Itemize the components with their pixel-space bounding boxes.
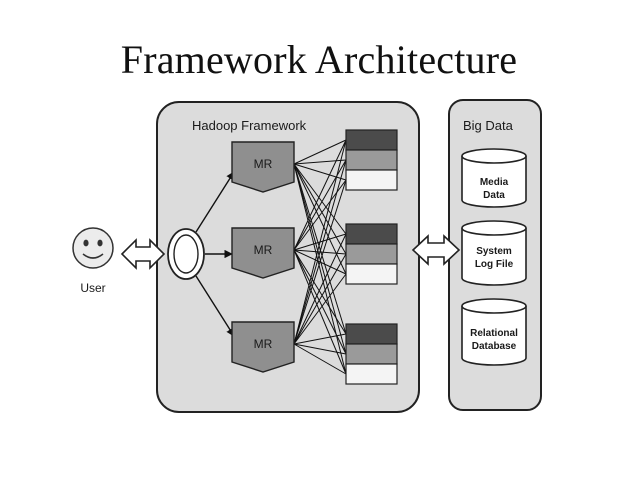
mr-node-3-label: MR xyxy=(254,337,273,351)
mr-block-links xyxy=(293,139,347,375)
system-log-store: System Log File xyxy=(461,220,527,286)
block-stack-1 xyxy=(345,129,398,191)
relational-db-store: Relational Database xyxy=(461,298,527,366)
mr-block-link xyxy=(293,343,347,355)
mr-block-link xyxy=(293,249,347,335)
mr-block-link xyxy=(293,253,347,345)
mr-block-link xyxy=(293,249,347,355)
mr-block-link xyxy=(293,249,347,375)
mr-block-link xyxy=(293,333,347,345)
mr-block-link xyxy=(293,233,347,345)
mr-node-2-label: MR xyxy=(254,243,273,257)
hub-ring xyxy=(167,228,205,280)
user-face-icon xyxy=(72,227,114,269)
mr-block-link xyxy=(293,273,347,345)
user-label: User xyxy=(80,281,105,295)
mr-node-1-label: MR xyxy=(254,157,273,171)
mr-block-link xyxy=(293,163,347,255)
mr-node-2: MR xyxy=(231,227,295,279)
mr-block-link xyxy=(293,163,347,375)
mr-block-link xyxy=(293,163,347,235)
relational-db-label-1: Relational xyxy=(470,328,518,339)
hadoop-framework-label: Hadoop Framework xyxy=(192,118,307,133)
relational-db-label-2: Database xyxy=(472,341,517,352)
mr-node-3: MR xyxy=(231,321,295,373)
hub-mr1-arrow xyxy=(195,171,235,233)
block-stack-3 xyxy=(345,323,398,385)
system-log-label-1: System xyxy=(476,246,512,257)
mr-block-link xyxy=(293,139,347,345)
mr-block-link xyxy=(293,343,347,375)
mr-block-link xyxy=(293,159,347,345)
block-stack-2 xyxy=(345,223,398,285)
media-data-label-1: Media xyxy=(480,177,509,188)
media-data-store: Media Data xyxy=(461,148,527,208)
mr-block-link xyxy=(293,163,347,355)
user-hub-double-arrow xyxy=(120,238,166,270)
mr-block-link xyxy=(293,163,347,181)
mr-block-link xyxy=(293,163,347,275)
hub-mr3-arrow xyxy=(195,275,235,337)
mr-node-1: MR xyxy=(231,141,295,193)
hadoop-bigdata-double-arrow xyxy=(411,234,461,266)
media-data-label-2: Data xyxy=(483,190,505,201)
big-data-label: Big Data xyxy=(463,118,514,133)
page-title: Framework Architecture xyxy=(120,37,518,82)
mr-block-link xyxy=(293,139,347,165)
mr-block-link xyxy=(293,179,347,345)
mr-block-link xyxy=(293,163,347,335)
system-log-label-2: Log File xyxy=(475,259,514,270)
mr-block-link xyxy=(293,139,347,251)
mr-block-link xyxy=(293,159,347,165)
